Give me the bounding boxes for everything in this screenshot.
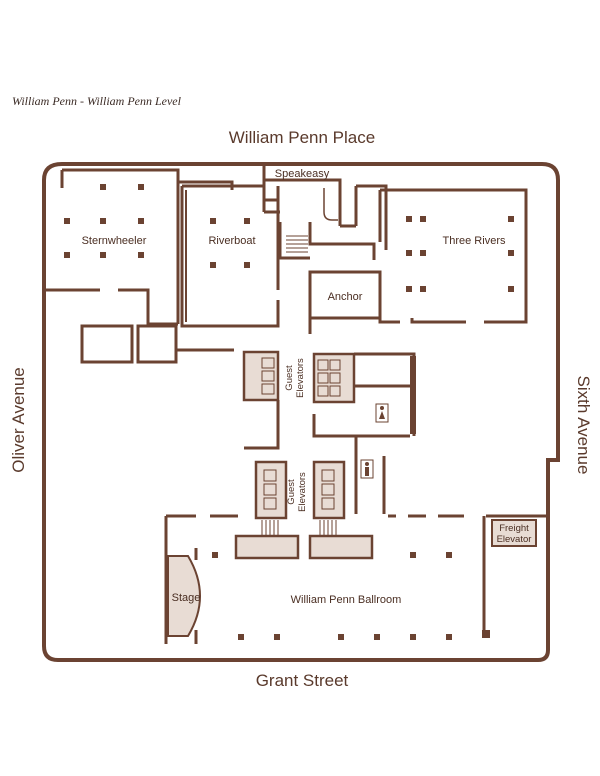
stair-treads-lower <box>261 520 337 536</box>
elevator-car <box>261 370 275 382</box>
corridor-walls <box>278 184 388 260</box>
street-label-west: Oliver Avenue <box>9 367 28 473</box>
stage-walls <box>164 548 198 644</box>
stair-landing-east <box>308 534 374 560</box>
shaft-wall <box>410 356 416 434</box>
speakeasy-walls <box>262 164 356 228</box>
room-label-ballroom: William Penn Ballroom <box>291 594 402 606</box>
elevator-car <box>261 383 275 395</box>
small-rooms-west <box>80 324 234 364</box>
guest-elevators-label-line1: Guest <box>284 365 295 391</box>
elevator-car <box>263 483 277 496</box>
room-label-sternwheeler: Sternwheeler <box>82 235 147 247</box>
room-label-three-rivers: Three Rivers <box>443 235 506 247</box>
elevator-car <box>317 359 329 371</box>
three-rivers-walls <box>378 188 528 324</box>
street-label-east: Sixth Avenue <box>574 376 593 475</box>
map-caption: William Penn - William Penn Level <box>12 94 181 108</box>
room-label-guest-elevators-lower: Guest Elevators <box>286 472 308 512</box>
stair-treads <box>286 235 308 253</box>
elevator-car <box>317 385 329 397</box>
speakeasy-stair <box>323 188 338 221</box>
elevator-car <box>261 357 275 369</box>
elevator-car <box>321 469 335 482</box>
ballroom-side-walls <box>164 516 486 636</box>
elevator-car <box>321 483 335 496</box>
building-outline <box>42 162 560 662</box>
columns <box>64 184 514 640</box>
freight-elevator-label-line1: Freight <box>499 523 529 534</box>
room-label-riverboat: Riverboat <box>208 235 255 247</box>
restroom-walls <box>312 352 416 514</box>
elevator-car <box>321 497 335 510</box>
stair-landing-west <box>234 534 300 560</box>
elevator-car <box>317 372 329 384</box>
room-label-anchor: Anchor <box>328 291 363 303</box>
elevator-car <box>329 359 341 371</box>
elevator-car <box>329 385 341 397</box>
sternwheeler-walls <box>60 168 234 324</box>
guest-elevators-label-line1: Guest <box>286 479 297 505</box>
freight-elevator-label-line2: Elevator <box>497 534 532 545</box>
elevator-car <box>329 372 341 384</box>
elevator-car <box>263 497 277 510</box>
stage-platform <box>167 555 201 637</box>
room-label-guest-elevators-upper: Guest Elevators <box>284 358 306 398</box>
street-label-north: William Penn Place <box>229 128 375 147</box>
anchor-walls <box>308 270 382 334</box>
elevator-car <box>263 469 277 482</box>
freight-elevator <box>491 519 537 547</box>
corridor-lower-wall <box>244 400 280 450</box>
restroom-icon <box>375 403 389 423</box>
room-label-stage: Stage <box>172 592 201 604</box>
room-label-speakeasy: Speakeasy <box>275 168 330 180</box>
restroom-icon <box>360 459 374 479</box>
guest-elevators-label-line2: Elevators <box>295 358 306 398</box>
sternwheeler-south-wall <box>46 288 178 326</box>
guest-elevators-label-line2: Elevators <box>297 472 308 512</box>
street-label-south: Grant Street <box>256 671 349 690</box>
